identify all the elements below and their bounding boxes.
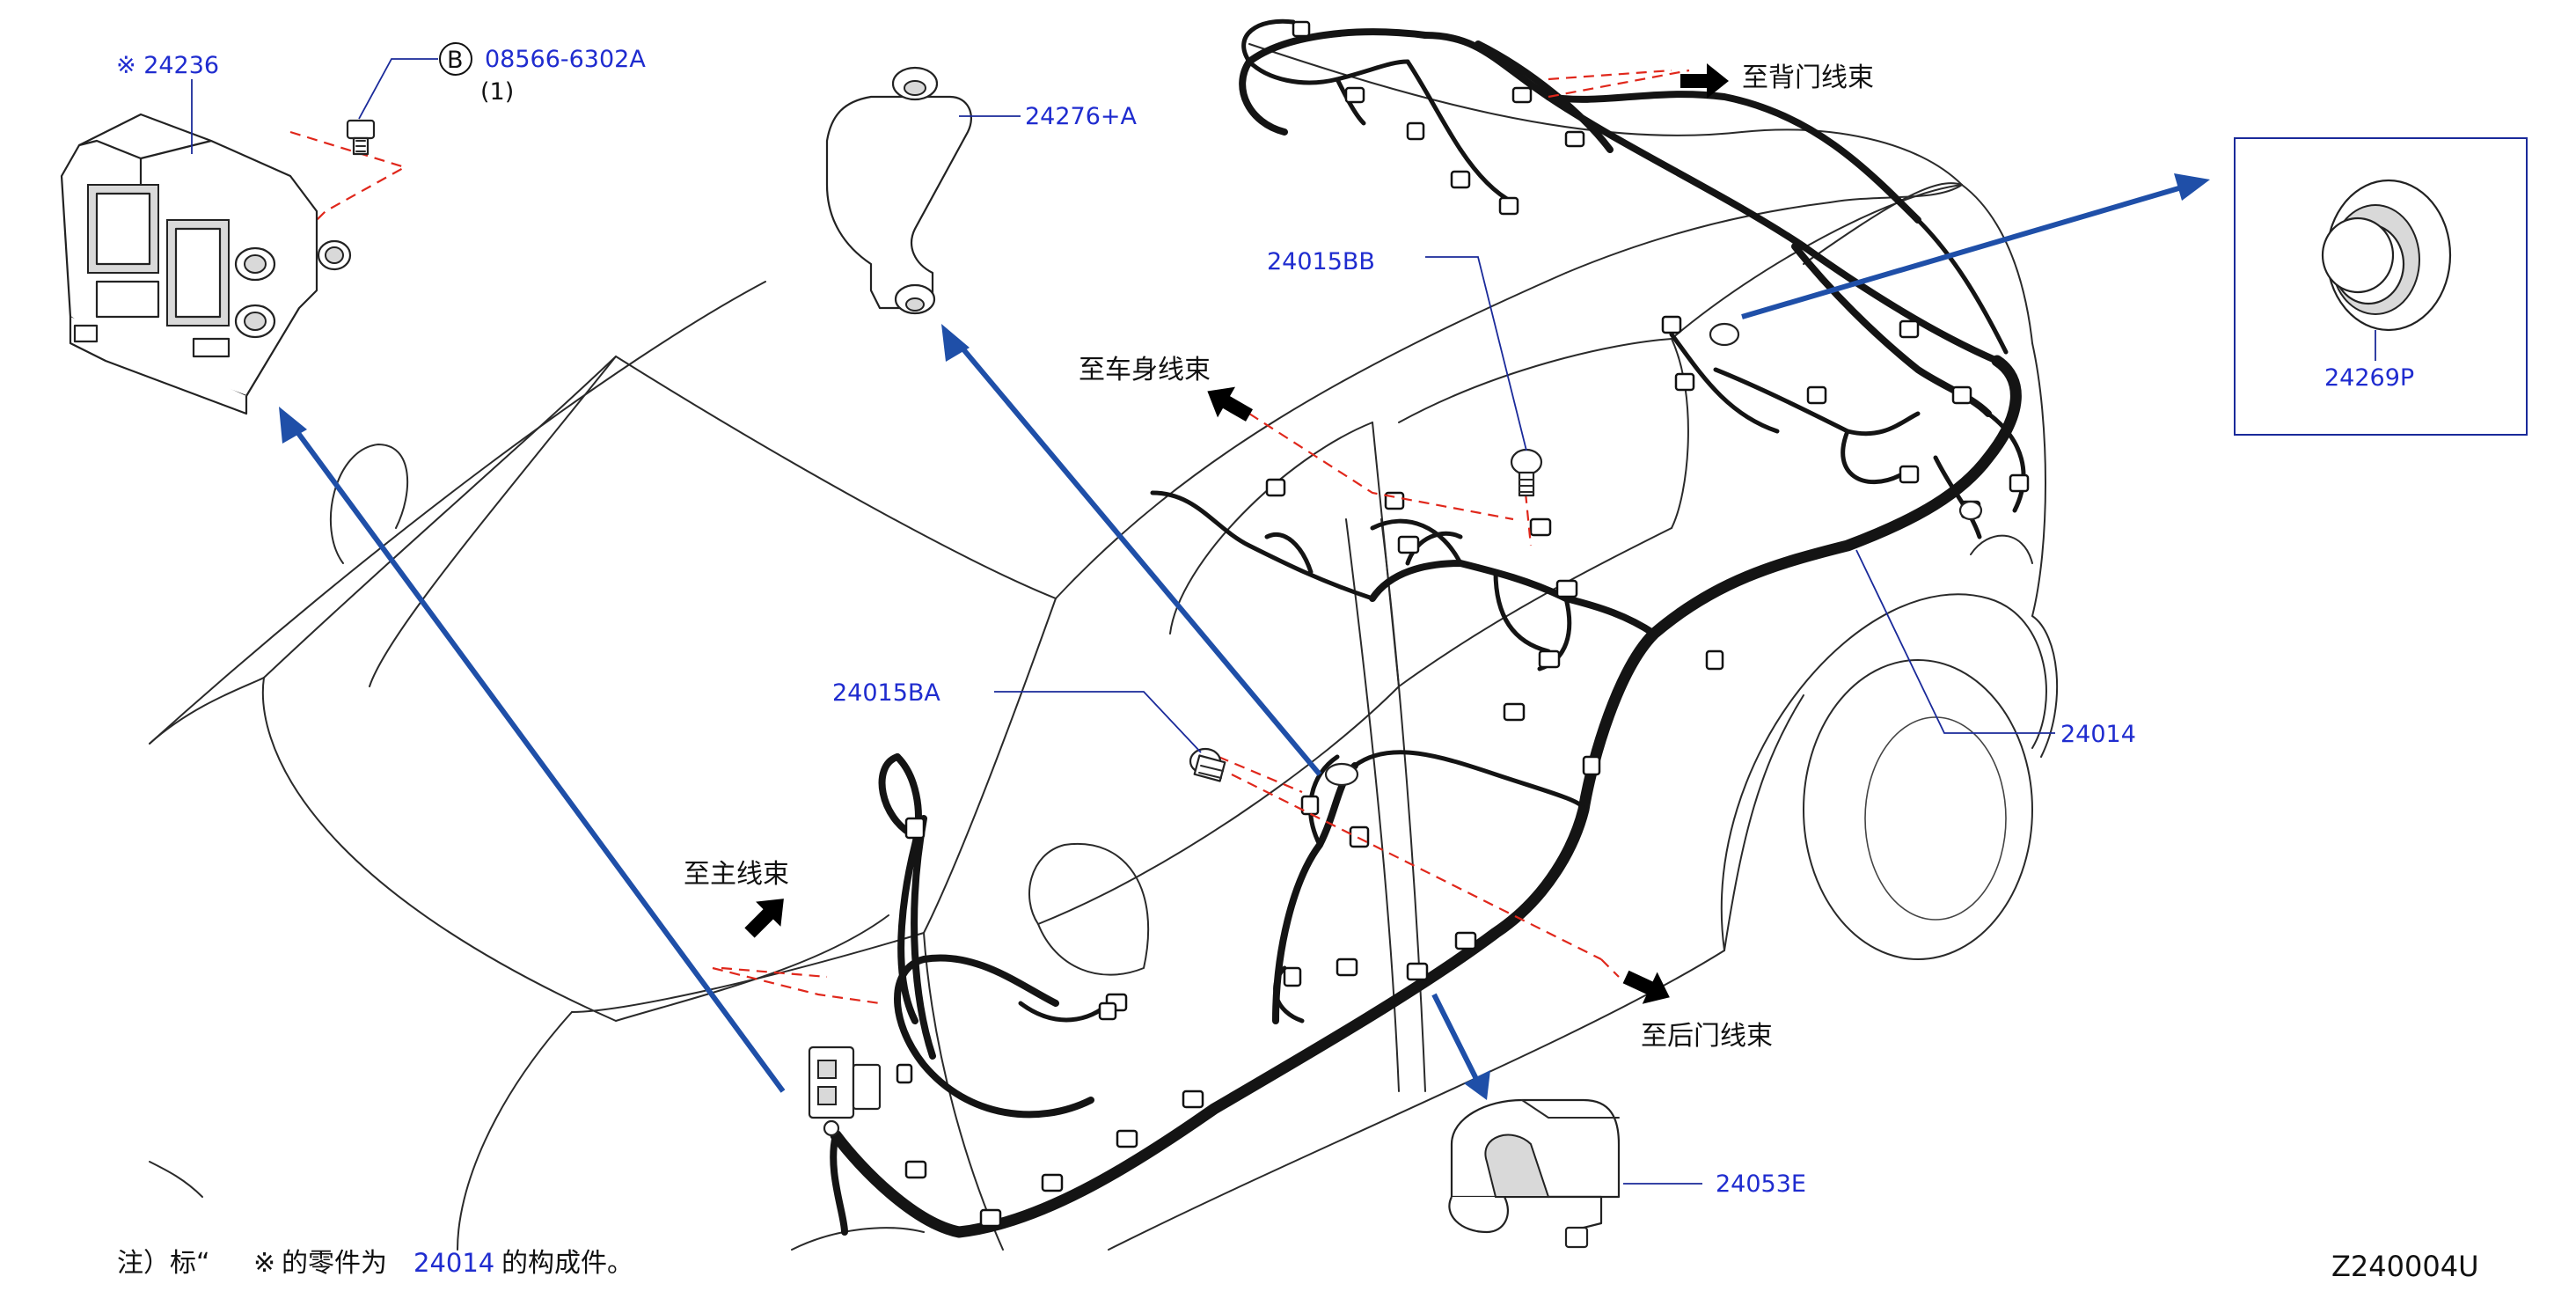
label-24014: 24014 [2060,721,2136,748]
label-24236: ※ 24236 [116,52,219,79]
label-quantity: (1) [480,78,514,106]
arrow-to-body [1207,386,1253,422]
label-24015BB: 24015BB [1267,248,1375,275]
bolt-symbol-circle [439,42,472,76]
arrow-to-main [744,899,784,938]
part-24236-relay-bracket [60,113,352,415]
label-to-rear-door-harness: 至后门线束 [1641,1021,1773,1052]
callout-arrows [279,173,2210,1100]
grommet-b-pillar [1324,762,1359,787]
direction-arrows [744,63,1729,1004]
note-part-number: 24014 [413,1248,494,1278]
label-to-body-harness: 至车身线束 [1079,355,1211,385]
label-24276: 24276+A [1025,103,1138,130]
arrow-to-rear-door [1622,970,1670,1004]
grommet-rear [1709,322,1740,347]
diagram-code: Z240004U [2331,1250,2479,1283]
label-24053E: 24053E [1716,1170,1806,1198]
note-mark: ※ [253,1248,275,1279]
wiring-harness-24014 [808,18,2030,1238]
part-24015BB-clip [1510,448,1543,497]
note-mid: 的零件为 [282,1248,387,1279]
leader-lines [191,58,2376,1185]
label-to-back-door-harness: 至背门线束 [1742,62,1874,93]
part-24053E-clamp [1448,1098,1621,1249]
arrow-to-back-door [1680,63,1729,99]
label-24269P: 24269P [2324,364,2414,392]
harness-clips [904,20,2030,1228]
label-to-main-harness: 至主线束 [684,859,789,890]
label-08566-6302A: 08566-6302A [485,46,646,73]
part-24276-cover [825,66,972,315]
label-bolt-symbol: B [447,47,464,74]
part-24015BA-clip [1189,747,1226,782]
bolt-08566-6302A [346,119,376,156]
part-labels: ※ 24236 B 08566-6302A (1) 24276+A 24015B… [116,42,2414,1198]
label-24015BA: 24015BA [832,679,940,707]
note-suffix: 的构成件。 [501,1248,633,1279]
front-junction-bracket [808,1046,913,1137]
footnote: 注）标“ ※ 的零件为 24014 的构成件。 [117,1248,633,1279]
note-prefix: 注）标“ [117,1248,210,1279]
red-dashed-leaders [289,69,1690,1005]
part-24269P-detail-box [2234,137,2528,436]
car-body-outline [149,43,2059,1251]
